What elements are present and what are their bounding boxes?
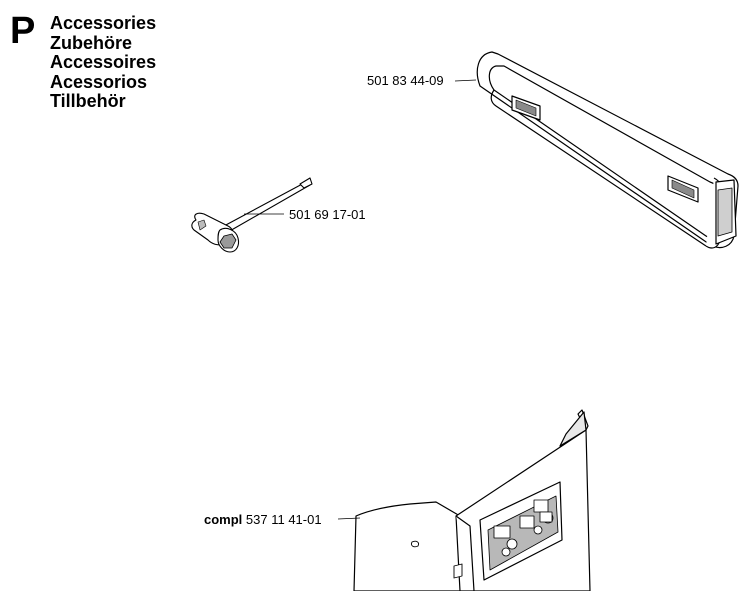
title-french: Accessoires xyxy=(50,52,157,72)
clutch-cover-illustration xyxy=(353,409,591,591)
leader-line-bar-guard xyxy=(454,79,477,82)
part-number-clutch-cover-value: 537 11 41-01 xyxy=(245,512,322,527)
part-number-clutch-cover: compl 537 11 41-01 xyxy=(204,513,322,526)
part-prefix-compl: compl xyxy=(204,512,243,527)
title-spanish: Acessorios xyxy=(50,71,148,92)
leader-line-clutch-cover xyxy=(337,517,361,520)
title-german: Zubehöre xyxy=(50,32,133,53)
bar-guard-illustration xyxy=(476,51,739,249)
part-number-bar-guard: 501 83 44-09 xyxy=(367,73,444,88)
title-english: Accessories xyxy=(50,13,157,33)
section-letter: P xyxy=(10,10,36,52)
part-number-wrench: 501 69 17-01 xyxy=(289,207,366,222)
leader-lines xyxy=(244,79,477,520)
title-block: Accessories Zubehöre Accessoires Acessor… xyxy=(50,13,157,112)
title-swedish: Tillbehör xyxy=(50,91,126,111)
combination-wrench-illustration xyxy=(191,177,313,253)
